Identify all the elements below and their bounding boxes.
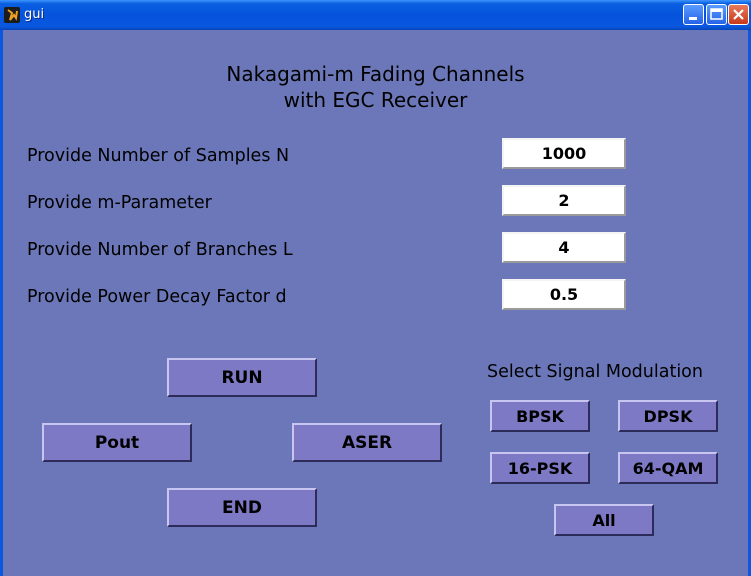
close-button[interactable]: [728, 4, 749, 25]
window-frame-right: [748, 30, 751, 576]
branches-label: Provide Number of Branches L: [27, 240, 293, 260]
branches-input[interactable]: [502, 232, 626, 263]
run-button[interactable]: RUN: [167, 358, 317, 397]
maximize-button[interactable]: [706, 4, 727, 25]
power-decay-input[interactable]: [502, 279, 626, 310]
title-bar[interactable]: gui: [0, 0, 751, 30]
m-parameter-input[interactable]: [502, 185, 626, 216]
aser-button[interactable]: ASER: [292, 423, 442, 462]
all-button[interactable]: All: [554, 504, 654, 536]
maximize-icon: [710, 8, 723, 20]
java-app-icon: [4, 7, 20, 23]
samples-label: Provide Number of Samples N: [27, 146, 290, 166]
samples-input[interactable]: [502, 138, 626, 169]
window-frame-left: [0, 30, 3, 576]
64-qam-button[interactable]: 64-QAM: [618, 452, 718, 484]
window-title: gui: [24, 7, 45, 22]
page-title-line-1: Nakagami-m Fading Channels: [226, 62, 525, 86]
minimize-icon: [689, 17, 697, 20]
bpsk-button[interactable]: BPSK: [490, 400, 590, 432]
close-icon: [733, 9, 744, 20]
pout-button[interactable]: Pout: [42, 423, 192, 462]
m-parameter-label: Provide m-Parameter: [27, 193, 212, 213]
page-title-line-2: with EGC Receiver: [283, 88, 468, 112]
16-psk-button[interactable]: 16-PSK: [490, 452, 590, 484]
modulation-label: Select Signal Modulation: [487, 362, 703, 382]
end-button[interactable]: END: [167, 488, 317, 527]
minimize-button[interactable]: [683, 4, 704, 25]
dpsk-button[interactable]: DPSK: [618, 400, 718, 432]
power-decay-label: Provide Power Decay Factor d: [27, 287, 287, 307]
